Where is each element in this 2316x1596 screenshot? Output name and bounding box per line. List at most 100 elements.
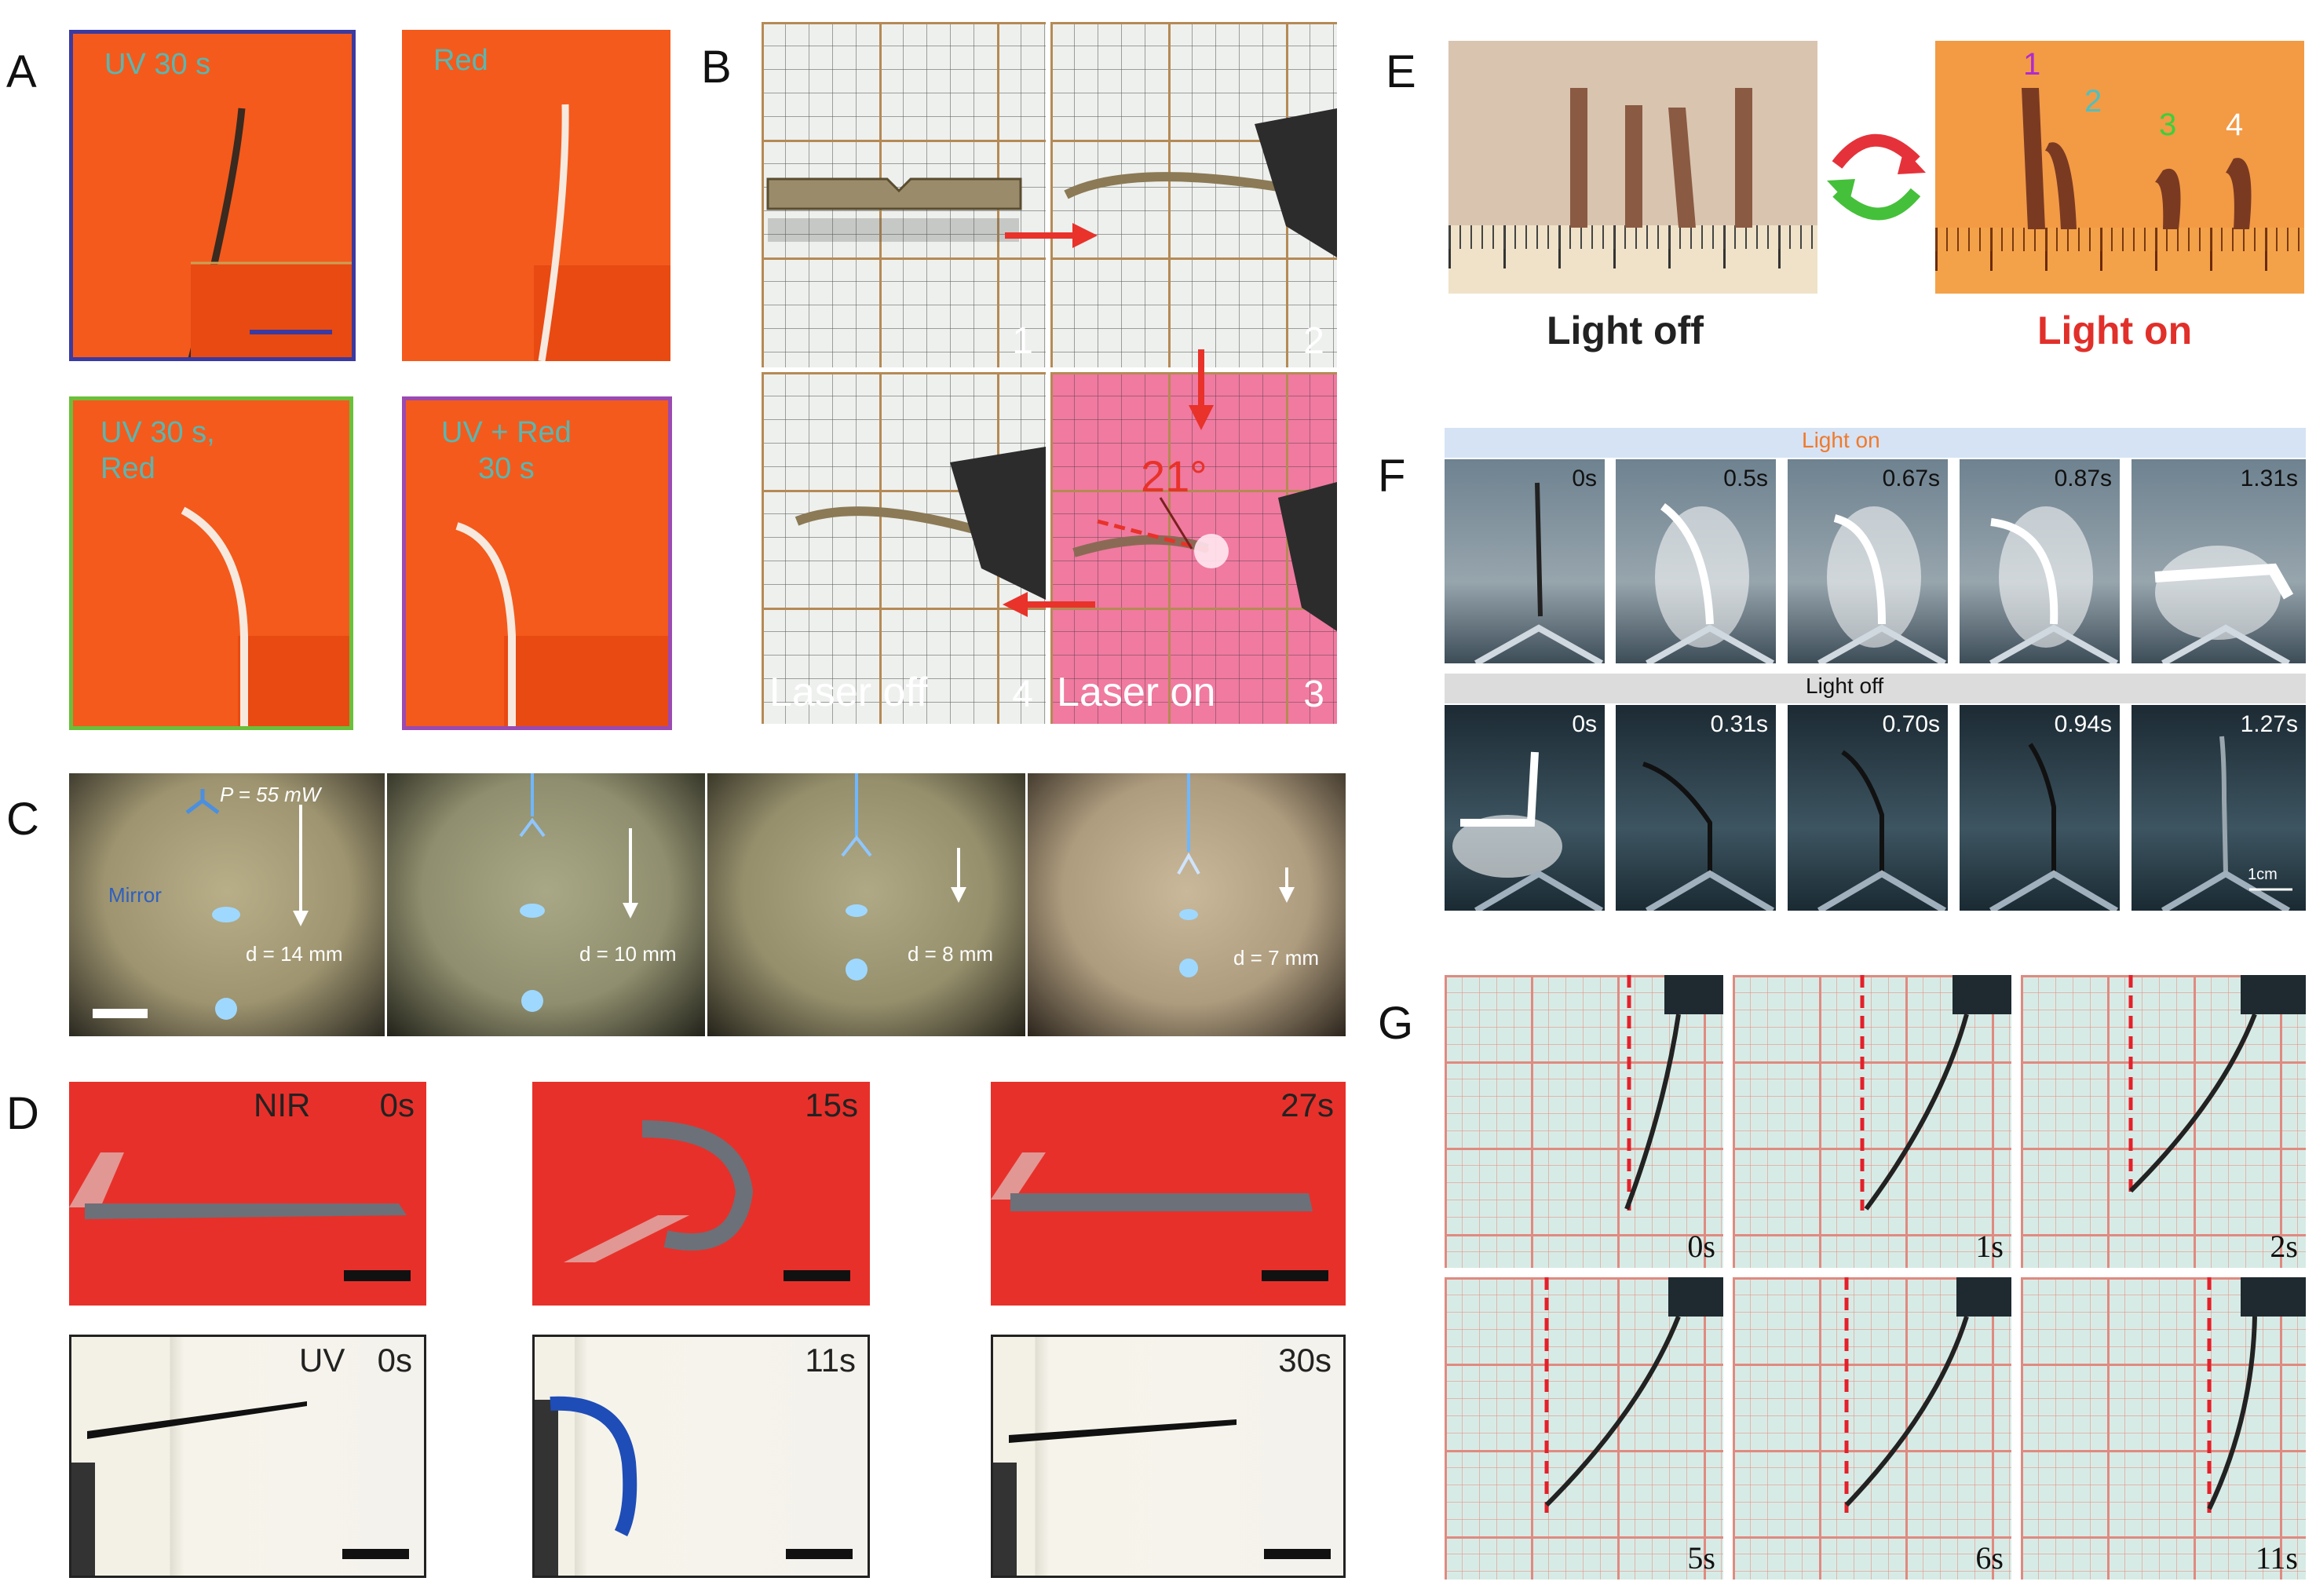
frame-number: 2 — [1303, 320, 1324, 362]
time-label: 1.31s — [2240, 466, 2298, 491]
panel-a-label: Red — [433, 44, 488, 77]
time-label: 0.67s — [1882, 466, 1940, 491]
mirror-label: Mirror — [108, 883, 162, 907]
light-off-banner-label: Light off — [1806, 674, 1884, 698]
scale-bar — [93, 1009, 148, 1018]
film-illustration — [1646, 502, 1774, 663]
time-label: 6s — [1975, 1540, 2004, 1576]
film-illustration — [1544, 1277, 1723, 1513]
distance-label: d = 7 mm — [1233, 946, 1320, 970]
fiber-illustration — [455, 522, 668, 726]
light-on-caption: Light on — [2037, 309, 2193, 352]
frame-number: 3 — [1303, 674, 1324, 715]
arrow-left-icon — [1003, 592, 1095, 617]
time-label: 0s — [1687, 1229, 1715, 1264]
panel-g-frame: 2s — [2021, 975, 2306, 1268]
panel-a-tile-uv30-red: UV 30 s, Red — [69, 396, 353, 730]
laser-off-label: Laser off — [769, 670, 928, 715]
panel-e-light-off-photo — [1448, 41, 1817, 294]
distance-label: d = 14 mm — [246, 942, 343, 966]
film-illustration — [564, 1120, 850, 1281]
panel-f-off-frame: 1.27s 1cm — [2132, 705, 2306, 911]
film-illustration — [535, 1396, 853, 1576]
time-label: 5s — [1687, 1540, 1715, 1576]
panel-f-off-frame: 0s — [1445, 705, 1605, 911]
scale-bar — [342, 1549, 409, 1559]
panel-letter-a: A — [6, 46, 37, 97]
fiber-illustration — [181, 506, 349, 726]
panel-f-on-frame: 0s — [1445, 459, 1605, 663]
film-illustration — [1624, 975, 1723, 1211]
film-illustration — [2128, 975, 2306, 1195]
panel-letter-d: D — [6, 1088, 39, 1139]
film-illustration — [1844, 1277, 2011, 1513]
panel-a-label: UV 30 s — [104, 48, 211, 81]
gripper-illustration — [93, 789, 309, 1020]
strip-number: 4 — [2226, 108, 2244, 142]
cycle-arrows-icon — [1827, 133, 1926, 221]
panel-letter-b: B — [701, 42, 732, 93]
film-illustration — [1452, 751, 1604, 911]
angle-label: 21° — [1141, 451, 1207, 501]
film-illustration — [1989, 743, 2119, 911]
panel-letter-f: F — [1378, 451, 1406, 502]
strip-illustration — [795, 447, 1046, 600]
power-label: P = 55 mW — [220, 783, 321, 806]
film-illustration — [2154, 546, 2294, 663]
panel-a-label: UV + Red 30 s — [441, 416, 572, 485]
nir-label: NIR — [254, 1087, 311, 1123]
time-label: 11s — [805, 1342, 856, 1379]
panel-g-frame: 0s — [1445, 975, 1723, 1268]
scale-bar — [344, 1270, 411, 1281]
time-label: 11s — [2255, 1540, 2298, 1576]
film-illustration — [1989, 506, 2118, 663]
scale-bar — [1262, 1270, 1328, 1281]
time-label: 1s — [1975, 1229, 2004, 1264]
panel-c-frame-3: d = 8 mm — [707, 773, 1025, 1036]
panel-a-tile-uv-red: UV + Red 30 s — [402, 396, 672, 730]
panel-a-tile-uv30: UV 30 s — [69, 30, 356, 361]
panel-d-nir-15s: 15s — [532, 1082, 870, 1306]
time-label: 27s — [1280, 1087, 1334, 1123]
strip-illustration — [766, 177, 1022, 242]
strips-illustration — [1570, 88, 1752, 228]
distance-label: d = 10 mm — [579, 942, 677, 966]
film-illustration — [1860, 975, 2011, 1211]
time-label: 0.87s — [2054, 466, 2112, 491]
strips-illustration — [2022, 88, 2252, 229]
film-illustration — [1474, 482, 1603, 663]
panel-letter-c: C — [6, 794, 39, 845]
time-label: 0s — [379, 1087, 415, 1123]
panel-g-frame: 6s — [1733, 1277, 2011, 1580]
time-label: 0.94s — [2054, 711, 2112, 737]
strip-number: 2 — [2084, 84, 2102, 119]
light-on-banner — [1445, 428, 2306, 458]
panel-e-light-on-photo: 1 2 3 4 — [1935, 41, 2304, 294]
frame-number: 4 — [1012, 674, 1033, 715]
film-illustration — [71, 1401, 409, 1576]
panel-letter-e: E — [1386, 46, 1416, 97]
time-label: 1.27s — [2240, 711, 2298, 737]
panel-b-frame-1: 1 — [762, 22, 1046, 367]
strip-illustration — [1072, 482, 1337, 631]
panel-d-uv-30s: 30s — [991, 1335, 1346, 1578]
scale-bar — [784, 1270, 850, 1281]
light-on-banner-label: Light on — [1802, 428, 1880, 452]
fiber-illustration — [534, 104, 670, 361]
strip-number: 1 — [2023, 47, 2041, 82]
film-illustration — [2207, 1277, 2306, 1513]
panel-f-on-frame: 0.67s — [1788, 459, 1948, 663]
light-off-banner — [1445, 674, 2306, 703]
time-label: 15s — [805, 1087, 858, 1123]
panel-d-uv-11s: 11s — [532, 1335, 870, 1578]
panel-c-frame-1: P = 55 mW Mirror d = 14 mm — [69, 773, 385, 1036]
strip-number: 3 — [2159, 108, 2177, 142]
time-label: 0s — [1572, 711, 1597, 737]
laser-on-label: Laser on — [1057, 670, 1216, 715]
time-label: 0.31s — [1710, 711, 1768, 737]
panel-f-off-frame: 0.31s — [1616, 705, 1776, 911]
fiber-illustration — [188, 108, 352, 357]
film-illustration — [1817, 750, 1947, 911]
strip-illustration — [1064, 108, 1337, 257]
gripper-illustration — [841, 773, 966, 981]
